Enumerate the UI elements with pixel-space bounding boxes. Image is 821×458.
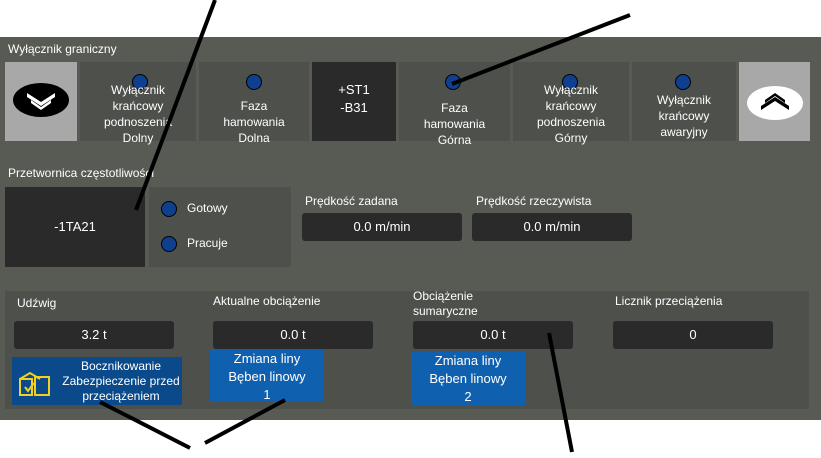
capacity-label: Udźwig <box>17 296 57 310</box>
rope2-line3: 2 <box>464 389 472 404</box>
tile-braking-lower: Faza hamowania Dolna <box>199 62 309 145</box>
tile-label-line2: -B31 <box>340 100 368 115</box>
bypass-label-line1: Bocznikowanie <box>80 359 162 373</box>
tile-label: Wyłącznik krańcowy podnoszenia Górny <box>536 83 606 145</box>
emergency-limit-led <box>675 74 691 90</box>
tile-label: Faza hamowania Górna <box>423 101 486 147</box>
converter-title: Przetwornica częstotliwości <box>8 166 155 180</box>
tile-st1-b31: +ST1 -B31 <box>312 62 396 141</box>
total-load-value: 0.0 t <box>413 321 573 349</box>
callout-line <box>99 400 191 450</box>
rope2-line2: Bęben linowy <box>429 371 507 386</box>
running-label: Pracuje <box>187 236 228 250</box>
lower-button[interactable] <box>5 62 77 141</box>
tile-label-line1: +ST1 <box>338 82 370 97</box>
current-load-value: 0.0 t <box>213 321 373 349</box>
set-speed-value: 0.0 m/min <box>302 213 462 241</box>
actual-speed-value: 0.0 m/min <box>472 213 632 241</box>
rope1-line2: Bęben linowy <box>228 369 306 384</box>
converter-status-box: Gotowy Pracuje <box>149 187 291 267</box>
tile-label: Wyłącznik krańcowy awaryjny <box>657 93 711 139</box>
capacity-value: 3.2 t <box>14 321 174 349</box>
double-chevron-up-icon <box>747 86 803 120</box>
callout-line <box>547 332 574 453</box>
rope-change-drum-2-button[interactable]: Zmiana liny Bęben linowy 2 <box>411 352 525 406</box>
current-load-label: Aktualne obciążenie <box>213 294 321 308</box>
tile-braking-upper: Faza hamowania Górna <box>399 62 510 147</box>
tile-upper-limit-switch: Wyłącznik krańcowy podnoszenia Górny <box>513 62 629 145</box>
total-load-label-line2: sumaryczne <box>413 304 478 318</box>
set-speed-label: Prędkość zadana <box>305 194 398 208</box>
ready-led <box>161 201 177 217</box>
bypass-label-line3: przeciążeniem <box>82 389 160 403</box>
rope-change-drum-1-button[interactable]: Zmiana liny Bęben linowy 1 <box>210 350 324 402</box>
tile-emergency-limit-switch: Wyłącznik krańcowy awaryjny <box>632 62 736 141</box>
raise-button[interactable] <box>739 62 810 141</box>
braking-lower-led <box>246 74 262 90</box>
overload-counter-label: Licznik przeciążenia <box>615 294 723 308</box>
lower-limit-led <box>132 74 148 90</box>
rope1-line3: 1 <box>263 387 271 402</box>
callout-line <box>451 13 631 86</box>
running-led <box>161 236 177 252</box>
actual-speed-label: Prędkość rzeczywista <box>476 194 592 208</box>
limit-switch-title: Wyłącznik graniczny <box>8 42 117 56</box>
bypass-label-line2: Zabezpieczenie przed <box>62 374 180 388</box>
overload-counter-value: 0 <box>613 321 773 349</box>
rope1-line1: Zmiana liny <box>233 351 301 366</box>
tile-label: Faza hamowania Dolna <box>223 99 285 145</box>
double-chevron-down-icon <box>13 83 69 117</box>
rope2-line1: Zmiana liny <box>434 353 502 368</box>
tile-label: Wyłącznik krańcowy podnoszenia Dolny <box>103 83 173 145</box>
callout-line <box>204 398 286 445</box>
overload-bypass-button[interactable]: Bocznikowanie Zabezpieczenie przed przec… <box>12 357 182 405</box>
total-load-label-line1: Obciążenie <box>413 289 474 303</box>
ready-label: Gotowy <box>187 201 228 215</box>
scale-weight-icon <box>19 371 50 396</box>
upper-limit-led <box>562 74 578 90</box>
callout-line <box>134 0 217 211</box>
converter-id: -1TA21 <box>5 187 145 267</box>
total-load-label: Obciążenie sumaryczne <box>413 289 478 319</box>
